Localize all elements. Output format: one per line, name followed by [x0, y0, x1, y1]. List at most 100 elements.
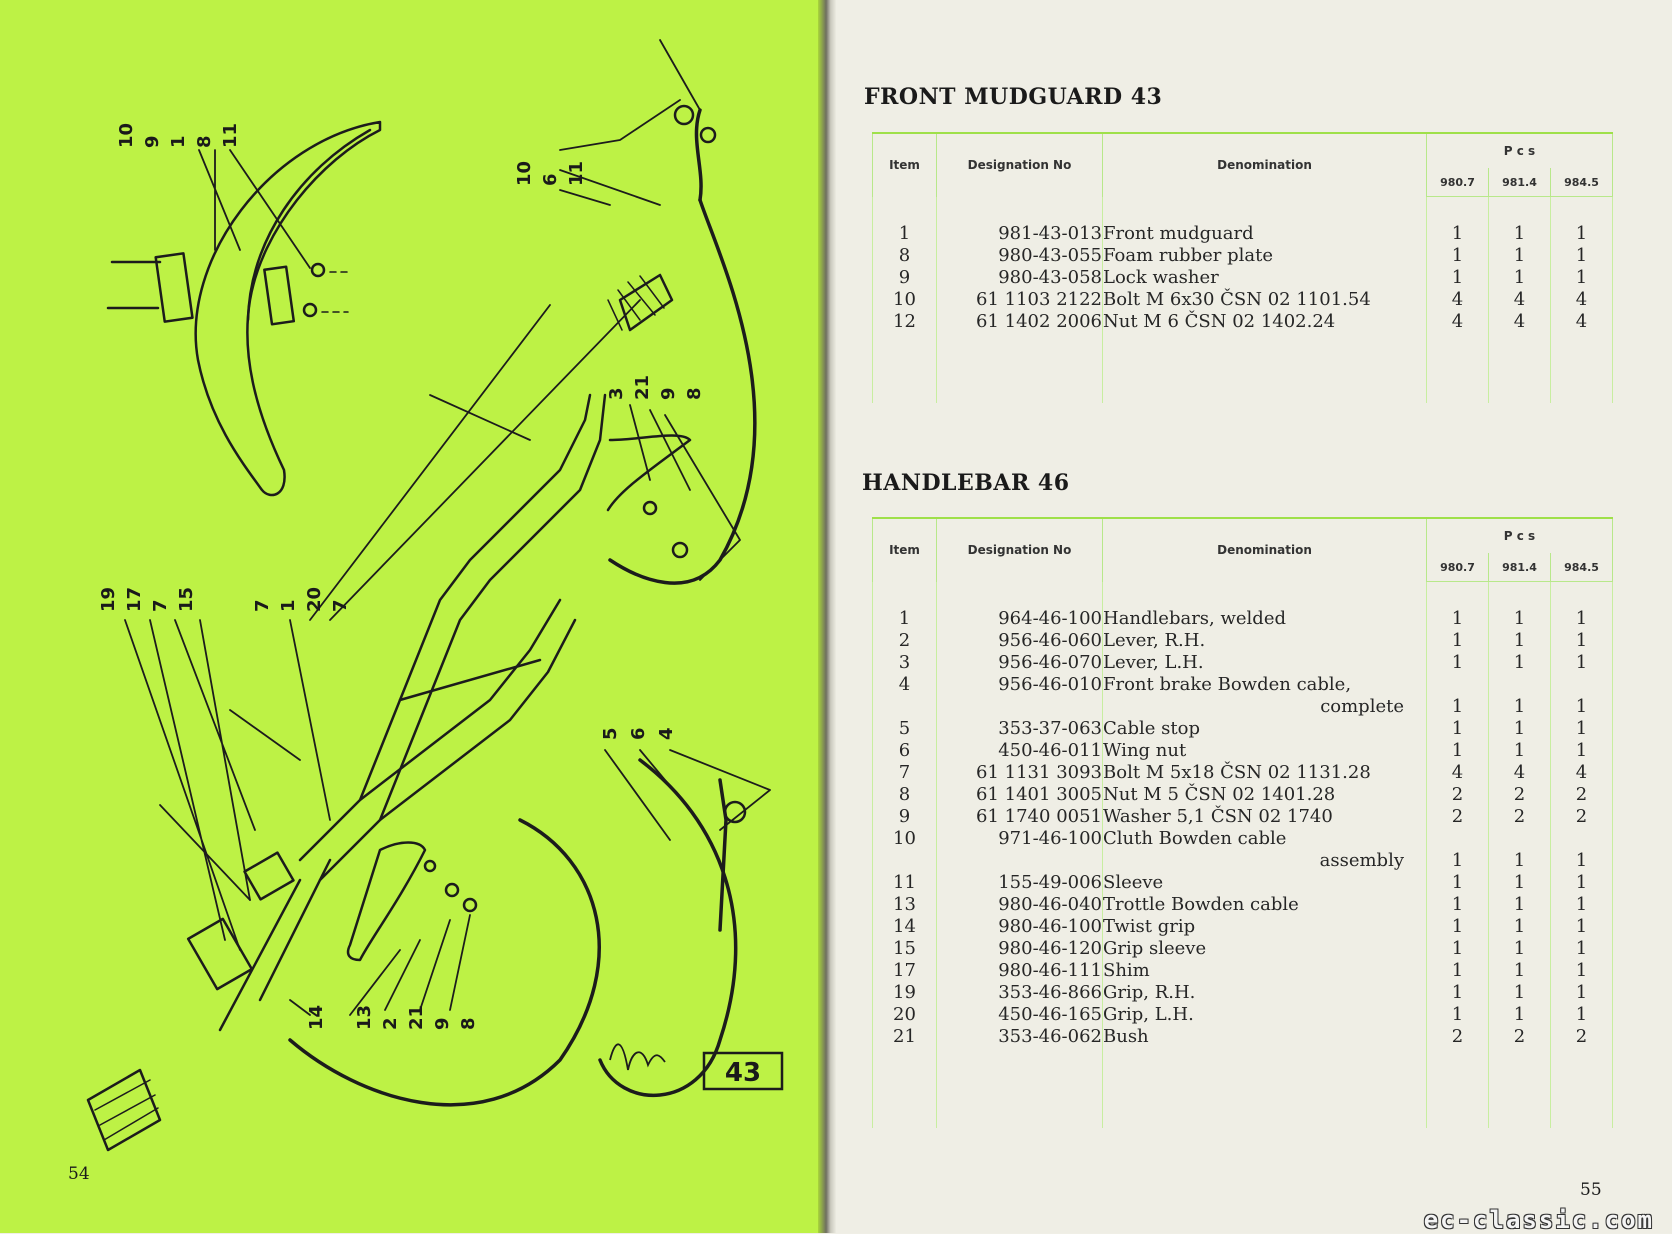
- denomination: Trottle Bowden cable: [1102, 894, 1427, 916]
- designation-number: 155-49-006: [936, 872, 1103, 894]
- callout-1: 1: [168, 135, 189, 148]
- callout-9b: 9: [658, 387, 679, 400]
- callout-3: 3: [606, 387, 627, 400]
- designation-number: 61 1401 3005: [936, 784, 1103, 806]
- handlebar-parts-table: Item Designation No Denomination P c s 9…: [872, 517, 1614, 1128]
- qty-model-3: 4: [1549, 311, 1614, 333]
- col-designation: Designation No: [936, 518, 1103, 582]
- designation-number: 61 1740 0051: [936, 806, 1103, 828]
- denomination: Washer 5,1 ČSN 02 1740: [1102, 806, 1427, 828]
- designation-number: [936, 696, 1103, 718]
- item-number: [872, 850, 937, 872]
- col-pcs: P c s: [1425, 518, 1614, 553]
- callout-1b: 1: [278, 599, 299, 612]
- item-number: 19: [872, 982, 937, 1004]
- denomination: Grip sleeve: [1102, 938, 1427, 960]
- qty-model-1: 1: [1426, 740, 1489, 762]
- callout-8c: 8: [458, 1017, 479, 1030]
- qty-model-3: 1: [1549, 982, 1614, 1004]
- qty-model-3: 1: [1549, 740, 1614, 762]
- callout-8: 8: [194, 135, 215, 148]
- qty-model-3: 1: [1549, 938, 1614, 960]
- qty-model-1: 4: [1426, 311, 1489, 333]
- qty-model-3: 1: [1549, 267, 1614, 289]
- denomination: Shim: [1102, 960, 1427, 982]
- item-number: 14: [872, 916, 937, 938]
- qty-model-2: 1: [1488, 718, 1551, 740]
- designation-number: 353-46-062: [936, 1026, 1103, 1048]
- qty-model-1: 1: [1426, 916, 1489, 938]
- designation-number: 980-46-111: [936, 960, 1103, 982]
- qty-model-1: 4: [1426, 762, 1489, 784]
- levers-drawing: [346, 104, 747, 962]
- qty-model-2: 1: [1488, 740, 1551, 762]
- callout-21b: 21: [406, 1005, 427, 1030]
- col-model-2: 981.4: [1488, 553, 1551, 582]
- designation-number: 981-43-013: [936, 223, 1103, 245]
- qty-model-1: 1: [1426, 245, 1489, 267]
- qty-model-1: 2: [1426, 784, 1489, 806]
- designation-number: 956-46-010: [936, 674, 1103, 696]
- book-spine: [818, 0, 836, 1233]
- callout-10b: 10: [514, 161, 535, 186]
- item-number: 3: [872, 652, 937, 674]
- item-number: 20: [872, 1004, 937, 1026]
- designation-number: 980-43-055: [936, 245, 1103, 267]
- callout-7c: 7: [330, 599, 351, 612]
- callout-leader-lines: [124, 39, 771, 1016]
- col-pcs: P c s: [1425, 133, 1614, 168]
- designation-number: 956-46-070: [936, 652, 1103, 674]
- callout-15: 15: [176, 587, 197, 612]
- denomination: assembly: [1102, 850, 1427, 872]
- qty-model-1: 4: [1426, 289, 1489, 311]
- qty-model-1: 2: [1426, 1026, 1489, 1048]
- qty-model-2: 2: [1488, 784, 1551, 806]
- designation-number: 980-46-100: [936, 916, 1103, 938]
- callout-5: 5: [600, 727, 621, 740]
- col-model-1: 980.7: [1426, 168, 1489, 197]
- qty-model-2: 1: [1488, 1004, 1551, 1026]
- callout-11b: 11: [566, 161, 587, 186]
- qty-model-1: 1: [1426, 630, 1489, 652]
- qty-model-1: 1: [1426, 850, 1489, 872]
- mudguard-parts-table: Item Designation No Denomination P c s 9…: [872, 132, 1614, 403]
- qty-model-2: [1488, 674, 1551, 696]
- qty-model-3: 1: [1549, 872, 1614, 894]
- denomination: Front mudguard: [1102, 223, 1427, 245]
- denomination: Nut M 5 ČSN 02 1401.28: [1102, 784, 1427, 806]
- qty-model-2: 1: [1488, 938, 1551, 960]
- qty-model-2: 1: [1488, 894, 1551, 916]
- qty-model-1: 1: [1426, 696, 1489, 718]
- qty-model-3: 4: [1549, 762, 1614, 784]
- designation-number: 980-46-120: [936, 938, 1103, 960]
- designation-number: 353-46-866: [936, 982, 1103, 1004]
- qty-model-3: [1549, 828, 1614, 850]
- mudguard-drawing: [106, 120, 382, 497]
- denomination: Foam rubber plate: [1102, 245, 1427, 267]
- col-model-3: 984.5: [1549, 168, 1614, 197]
- qty-model-3: 1: [1549, 960, 1614, 982]
- designation-number: 450-46-165: [936, 1004, 1103, 1026]
- denomination: Handlebars, welded: [1102, 608, 1427, 630]
- qty-model-3: 1: [1549, 630, 1614, 652]
- col-item: Item: [872, 518, 937, 582]
- exploded-parts-diagram: 10 9 1 8 11 10 6 11 3 21 9 8 19 17 7 1: [86, 39, 784, 1152]
- qty-model-2: [1488, 828, 1551, 850]
- designation-number: 956-46-060: [936, 630, 1103, 652]
- qty-model-3: 1: [1549, 223, 1614, 245]
- callout-19: 19: [98, 587, 119, 612]
- col-model-3: 984.5: [1549, 553, 1614, 582]
- qty-model-1: 1: [1426, 718, 1489, 740]
- designation-number: [936, 850, 1103, 872]
- col-denomination: Denomination: [1102, 133, 1427, 197]
- section-title-handlebar: HANDLEBAR 46: [862, 470, 1070, 496]
- callout-7b: 7: [252, 599, 273, 612]
- callout-20: 20: [304, 587, 325, 612]
